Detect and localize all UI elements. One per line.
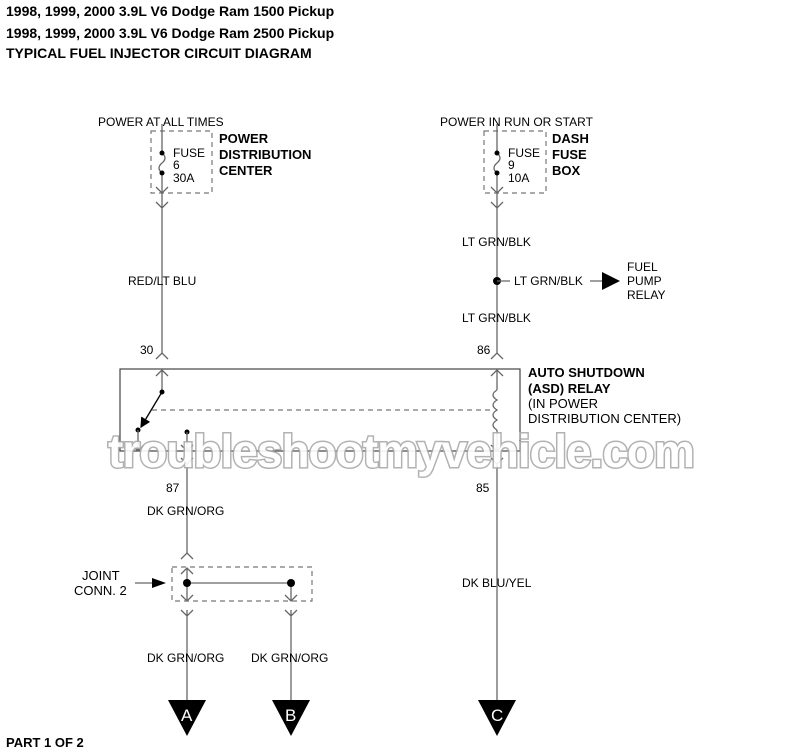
relay-name: (ASD) RELAY [528, 381, 611, 396]
wire-color-lt-grn-blk: LT GRN/BLK [462, 235, 531, 249]
relay-name: AUTO SHUTDOWN [528, 365, 645, 380]
pdc-label: DISTRIBUTION [219, 147, 311, 162]
fuse-9-icon [493, 124, 501, 353]
pin-85-label: 85 [476, 481, 490, 495]
connector-b-triangle [272, 700, 310, 736]
dash-fuse-box-label: BOX [552, 163, 581, 178]
asd-relay: 30 86 AUTO SHUTDOWN (ASD) RELAY (IN POWE… [119, 343, 681, 700]
connector-chevron-icon [490, 186, 504, 209]
pin-87-label: 87 [166, 481, 180, 495]
connector-c-triangle [478, 700, 516, 736]
connector-c-label: C [491, 706, 503, 725]
joint-conn-label: CONN. 2 [74, 583, 127, 598]
title-line-1: 1998, 1999, 2000 3.9L V6 Dodge Ram 1500 … [6, 3, 335, 19]
wire-color-lt-grn-blk-branch: LT GRN/BLK [514, 274, 583, 288]
connector-a-triangle [168, 700, 206, 736]
title-line-3: TYPICAL FUEL INJECTOR CIRCUIT DIAGRAM [6, 45, 312, 61]
wire-color-dk-blu-yel: DK BLU/YEL [462, 576, 532, 590]
pin-86-label: 86 [477, 343, 491, 357]
fuel-pump-relay-label: PUMP [627, 274, 662, 288]
fuse-number: 6 [173, 158, 180, 172]
left-power-supply: POWER AT ALL TIMES FUSE 6 30A POWER DIST… [98, 115, 311, 353]
pdc-dashed-box [150, 130, 213, 194]
fuse-number: 9 [508, 158, 515, 172]
arrow-right-icon [152, 578, 166, 588]
fuel-pump-relay-label: FUEL [627, 260, 658, 274]
relay-box [119, 368, 521, 452]
arrow-right-icon [602, 272, 620, 290]
fuse-rating: 10A [508, 171, 529, 185]
relay-location: DISTRIBUTION CENTER) [528, 411, 681, 426]
fuse-label: FUSE [508, 146, 540, 160]
output-circuits: DK GRN/ORG JOINT CONN. 2 DK GRN/ORG DK G… [74, 504, 532, 736]
page-footer: PART 1 OF 2 [6, 735, 84, 750]
wire-color-dk-grn-org-b: DK GRN/ORG [251, 651, 328, 665]
pdc-label: CENTER [219, 163, 273, 178]
wire-color-lt-grn-blk: LT GRN/BLK [462, 311, 531, 325]
watermark: troubleshootmyvehicle.com [108, 425, 694, 477]
fuse-6-icon [158, 124, 166, 203]
right-power-supply: POWER IN RUN OR START FUSE 9 10A DASH FU… [440, 115, 665, 353]
title-line-2: 1998, 1999, 2000 3.9L V6 Dodge Ram 2500 … [6, 25, 335, 41]
joint-conn-label: JOINT [82, 568, 120, 583]
connector-a-label: A [181, 706, 193, 725]
switch-arm-icon [140, 391, 163, 429]
dash-fuse-box-label: DASH [552, 131, 589, 146]
relay-location: (IN POWER [528, 396, 598, 411]
relay-coil-icon [492, 389, 499, 431]
pin-30-label: 30 [140, 343, 154, 357]
wire-color-dk-grn-org: DK GRN/ORG [147, 504, 224, 518]
power-in-run-label: POWER IN RUN OR START [440, 115, 594, 129]
fuse-box-dashed [483, 130, 547, 194]
wire-color-dk-grn-org-a: DK GRN/ORG [147, 651, 224, 665]
fuse-rating: 30A [173, 171, 194, 185]
fuse-label: FUSE [173, 146, 205, 160]
pdc-label: POWER [219, 131, 269, 146]
dash-fuse-box-label: FUSE [552, 147, 587, 162]
fuel-pump-relay-label: RELAY [627, 288, 665, 302]
power-at-all-times-label: POWER AT ALL TIMES [98, 115, 224, 129]
connector-chevron-icon [155, 186, 169, 353]
wire-color-red-lt-blu: RED/LT BLU [128, 274, 196, 288]
joint-connector-box [171, 566, 313, 602]
connector-b-label: B [285, 706, 296, 725]
